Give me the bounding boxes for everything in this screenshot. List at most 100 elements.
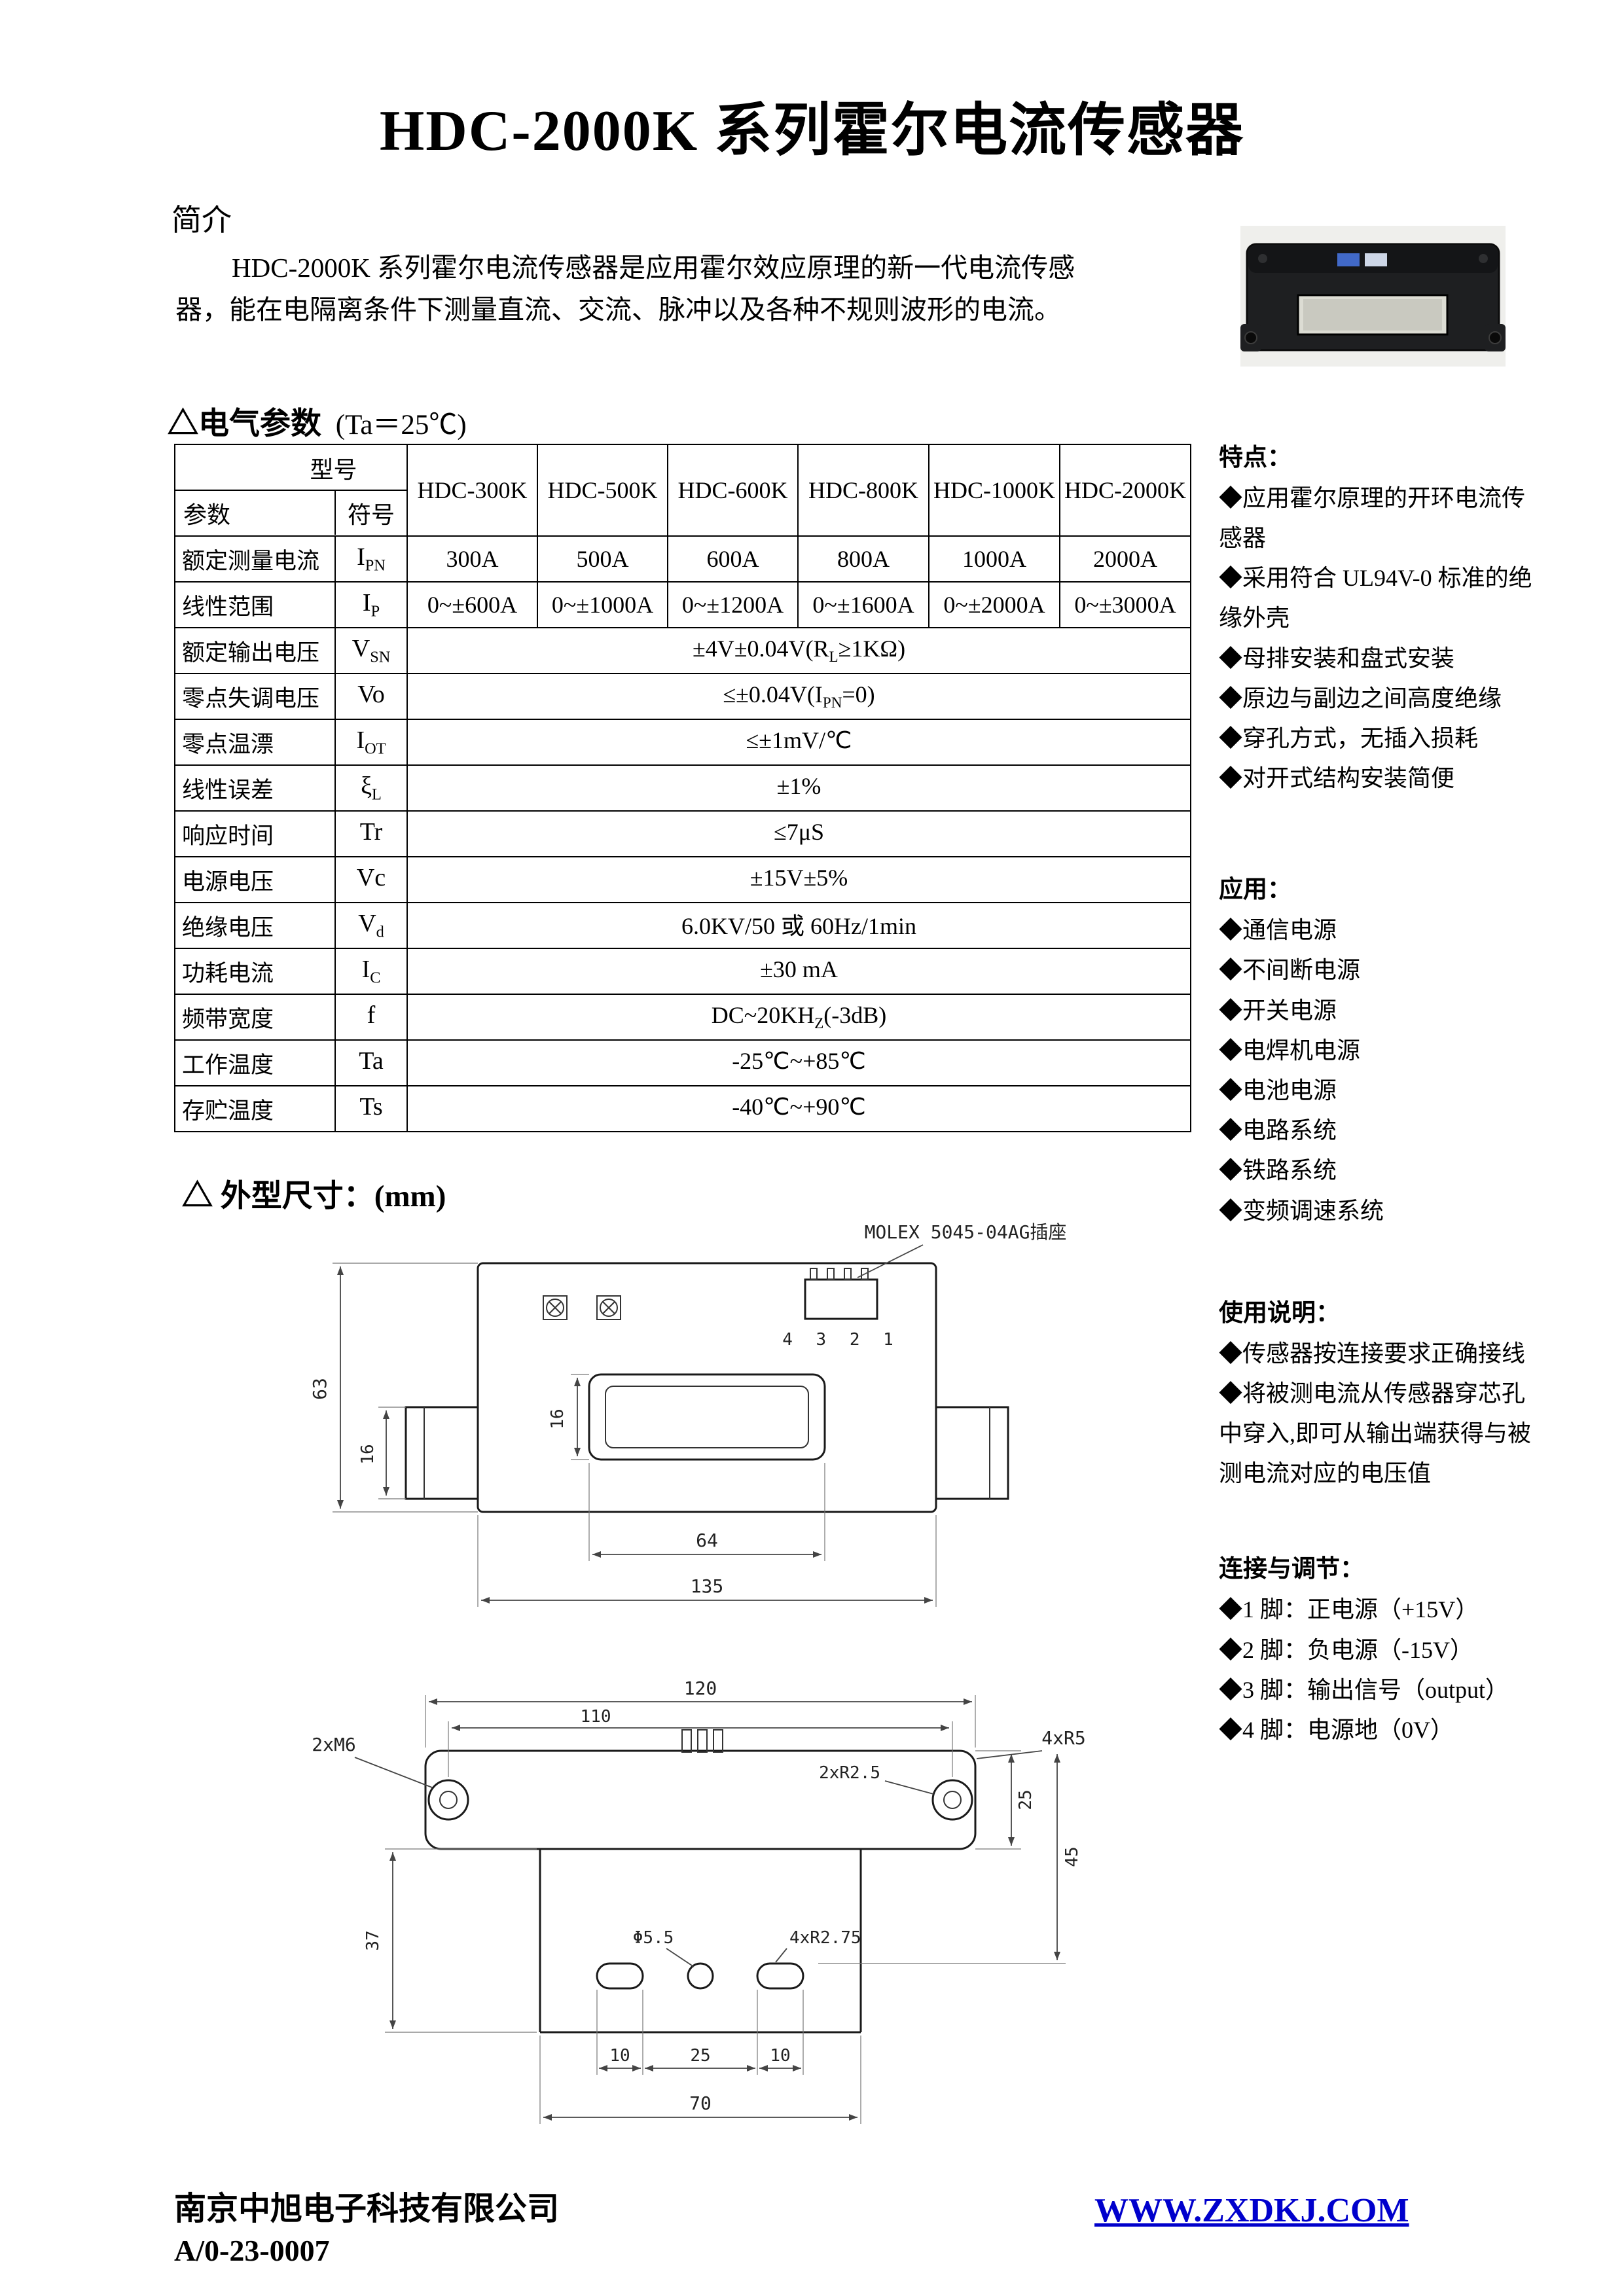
list-item: ◆传感器按连接要求正确接线	[1219, 1340, 1526, 1367]
list-item: ◆穿孔方式，无插入损耗	[1219, 725, 1479, 752]
param-symbol: Vc	[334, 856, 408, 903]
param-value: ≤±0.04V(IPN=0)	[406, 673, 1192, 720]
param-name: 线性范围	[174, 581, 336, 628]
product-photo	[1240, 226, 1506, 367]
param-name: 电源电压	[174, 856, 336, 903]
dim-slot-gap: 25	[690, 2046, 710, 2066]
dim-height: 63	[309, 1378, 331, 1400]
sensor-body-image	[1240, 243, 1506, 351]
param-name: 频带宽度	[174, 994, 336, 1041]
param-symbol: Tr	[334, 810, 408, 857]
connection-section: 连接与调节： ◆1 脚：正电源（+15V）◆2 脚：负电源（-15V）◆3 脚：…	[1219, 1549, 1534, 1750]
list-item: ◆母排安装和盘式安装	[1219, 645, 1455, 672]
param-value: DC~20KHZ(-3dB)	[406, 994, 1192, 1041]
usage-list: ◆传感器按连接要求正确接线 ◆将被测电流从传感器穿芯孔中穿入,即可从输出端获得与被…	[1219, 1334, 1534, 1494]
table-row: 响应时间 Tr ≤7μS	[174, 810, 1192, 857]
list-item: ◆电池电源	[1219, 1077, 1337, 1104]
param-value: 0~±2000A	[928, 581, 1061, 628]
table-row: 电源电压 Vc ±15V±5%	[174, 856, 1192, 903]
param-value: ±4V±0.04V(RL≥1KΩ)	[406, 627, 1192, 674]
corner-param-label: 参数	[183, 501, 231, 528]
list-item: ◆电路系统	[1219, 1117, 1337, 1144]
table-row: 零点温漂 IOT ≤±1mV/℃	[174, 719, 1192, 766]
dim-body-width: 135	[691, 1575, 724, 1597]
front-view-screw-marks	[543, 1295, 621, 1320]
param-symbol: f	[334, 994, 408, 1041]
corner-symbol-label: 符号	[334, 491, 406, 535]
param-name: 存贮温度	[174, 1085, 336, 1132]
param-value: 1000A	[928, 535, 1061, 583]
label-slot-radius: 4xR2.75	[789, 1928, 861, 1948]
front-view-drawing: 4 3 2 1 MOLEX 5045-04AG插座 63 16 16 64	[309, 1221, 1066, 1607]
table-row: 额定输出电压 VSN ±4V±0.04V(RL≥1KΩ)	[174, 627, 1192, 674]
label-hole-radius: 2xR2.5	[819, 1763, 880, 1783]
top-view-body	[424, 1729, 977, 1850]
param-value: 0~±1600A	[797, 581, 930, 628]
front-view-dimensions: 63 16 16 64 135	[309, 1263, 937, 1607]
dim-total-height: 45	[1062, 1846, 1082, 1867]
list-item: ◆电焊机电源	[1219, 1037, 1361, 1064]
label-corner-radius: 4xR5	[1041, 1727, 1085, 1749]
top-view-dimensions: 120 110 37 25 45 10 25 10	[363, 1677, 1082, 2124]
table-row: 存贮温度 Ts -40℃~+90℃	[174, 1085, 1192, 1132]
param-value: ±1%	[406, 764, 1192, 812]
features-list: ◆应用霍尔原理的开环电流传感器◆采用符合 UL94V-0 标准的绝缘外壳◆母排安…	[1219, 478, 1534, 799]
table-row: 线性范围 IP 0~±600A 0~±1000A 0~±1200A 0~±160…	[174, 581, 1192, 628]
param-symbol: VSN	[334, 627, 408, 674]
list-item: ◆1 脚：正电源（+15V）	[1219, 1596, 1479, 1623]
dim-window-width: 64	[696, 1530, 718, 1551]
list-item: ◆变频调速系统	[1219, 1197, 1384, 1224]
model-header: HDC-600K	[667, 444, 799, 537]
list-item: ◆4 脚：电源地（0V）	[1219, 1716, 1454, 1743]
model-header: HDC-1000K	[928, 444, 1061, 537]
connector-pin-numbers: 4 3 2 1	[782, 1330, 900, 1350]
connection-list: ◆1 脚：正电源（+15V）◆2 脚：负电源（-15V）◆3 脚：输出信号（ou…	[1219, 1590, 1534, 1750]
list-item: ◆不间断电源	[1219, 957, 1361, 984]
param-value: 600A	[667, 535, 799, 583]
top-view-callouts: 2xM6 4xR5 2xR2.5 Φ5.5 4xR2.75	[312, 1727, 1086, 1967]
footer-website-link[interactable]: WWW.ZXDKJ.COM	[1094, 2192, 1409, 2229]
param-value: ±15V±5%	[406, 856, 1192, 903]
param-name: 额定测量电流	[174, 535, 336, 583]
param-symbol: Vo	[334, 673, 408, 720]
param-value: ≤±1mV/℃	[406, 719, 1192, 766]
param-name: 响应时间	[174, 810, 336, 857]
usage-section: 使用说明： ◆传感器按连接要求正确接线◆将被测电流从传感器穿芯孔中穿入,即可从输…	[1219, 1293, 1534, 1494]
param-symbol: IC	[334, 948, 408, 995]
intro-paragraph: HDC-2000K 系列霍尔电流传感器是应用霍尔效应原理的新一代电流传感器，能在…	[175, 253, 1075, 325]
params-heading-note: (Ta＝25℃)	[335, 410, 467, 440]
dim-bracket-height: 37	[363, 1930, 383, 1950]
front-view-connector-callout: MOLEX 5045-04AG插座	[857, 1221, 1066, 1278]
list-item: ◆对开式结构安装简便	[1219, 765, 1455, 792]
list-item: ◆2 脚：负电源（-15V）	[1219, 1636, 1473, 1663]
param-value: 500A	[537, 535, 669, 583]
list-item: ◆开关电源	[1219, 997, 1337, 1024]
param-value: 6.0KV/50 或 60Hz/1min	[406, 902, 1192, 949]
param-value: 0~±600A	[406, 581, 539, 628]
param-symbol: ξL	[334, 764, 408, 812]
param-value: 2000A	[1059, 535, 1192, 583]
param-value: -25℃~+85℃	[406, 1039, 1192, 1086]
applications-list: ◆通信电源◆不间断电源◆开关电源◆电焊机电源◆电池电源◆电路系统◆铁路系统◆变频…	[1219, 910, 1534, 1231]
intro-heading: 简介	[171, 204, 232, 237]
features-heading: 特点：	[1219, 444, 1291, 471]
dim-slot-b: 10	[770, 2046, 790, 2066]
corner-model-label: 型号	[176, 446, 406, 491]
dim-hole-spacing: 110	[581, 1707, 611, 1727]
model-header: HDC-800K	[797, 444, 930, 537]
dim-window-height: 16	[548, 1408, 568, 1429]
list-item: ◆将被测电流从传感器穿芯孔中穿入,即可从输出端获得与被测电流对应的电压值	[1219, 1380, 1532, 1487]
table-corner-cell: 型号 参数 符号	[173, 444, 408, 537]
table-row: 额定测量电流 IPN 300A 500A 600A 800A 1000A 200…	[174, 535, 1192, 583]
connection-heading: 连接与调节：	[1219, 1555, 1364, 1583]
param-value: 300A	[406, 535, 539, 583]
dim-body-thickness: 25	[1016, 1789, 1036, 1810]
param-symbol: Vd	[334, 902, 408, 949]
table-row: 线性误差 ξL ±1%	[174, 764, 1192, 812]
table-row: 绝缘电压 Vd 6.0KV/50 或 60Hz/1min	[174, 902, 1192, 949]
param-value: -40℃~+90℃	[406, 1085, 1192, 1132]
applications-section: 应用： ◆通信电源◆不间断电源◆开关电源◆电焊机电源◆电池电源◆电路系统◆铁路系…	[1219, 869, 1534, 1230]
table-row: 工作温度 Ta -25℃~+85℃	[174, 1039, 1192, 1086]
param-symbol: IPN	[334, 535, 408, 583]
